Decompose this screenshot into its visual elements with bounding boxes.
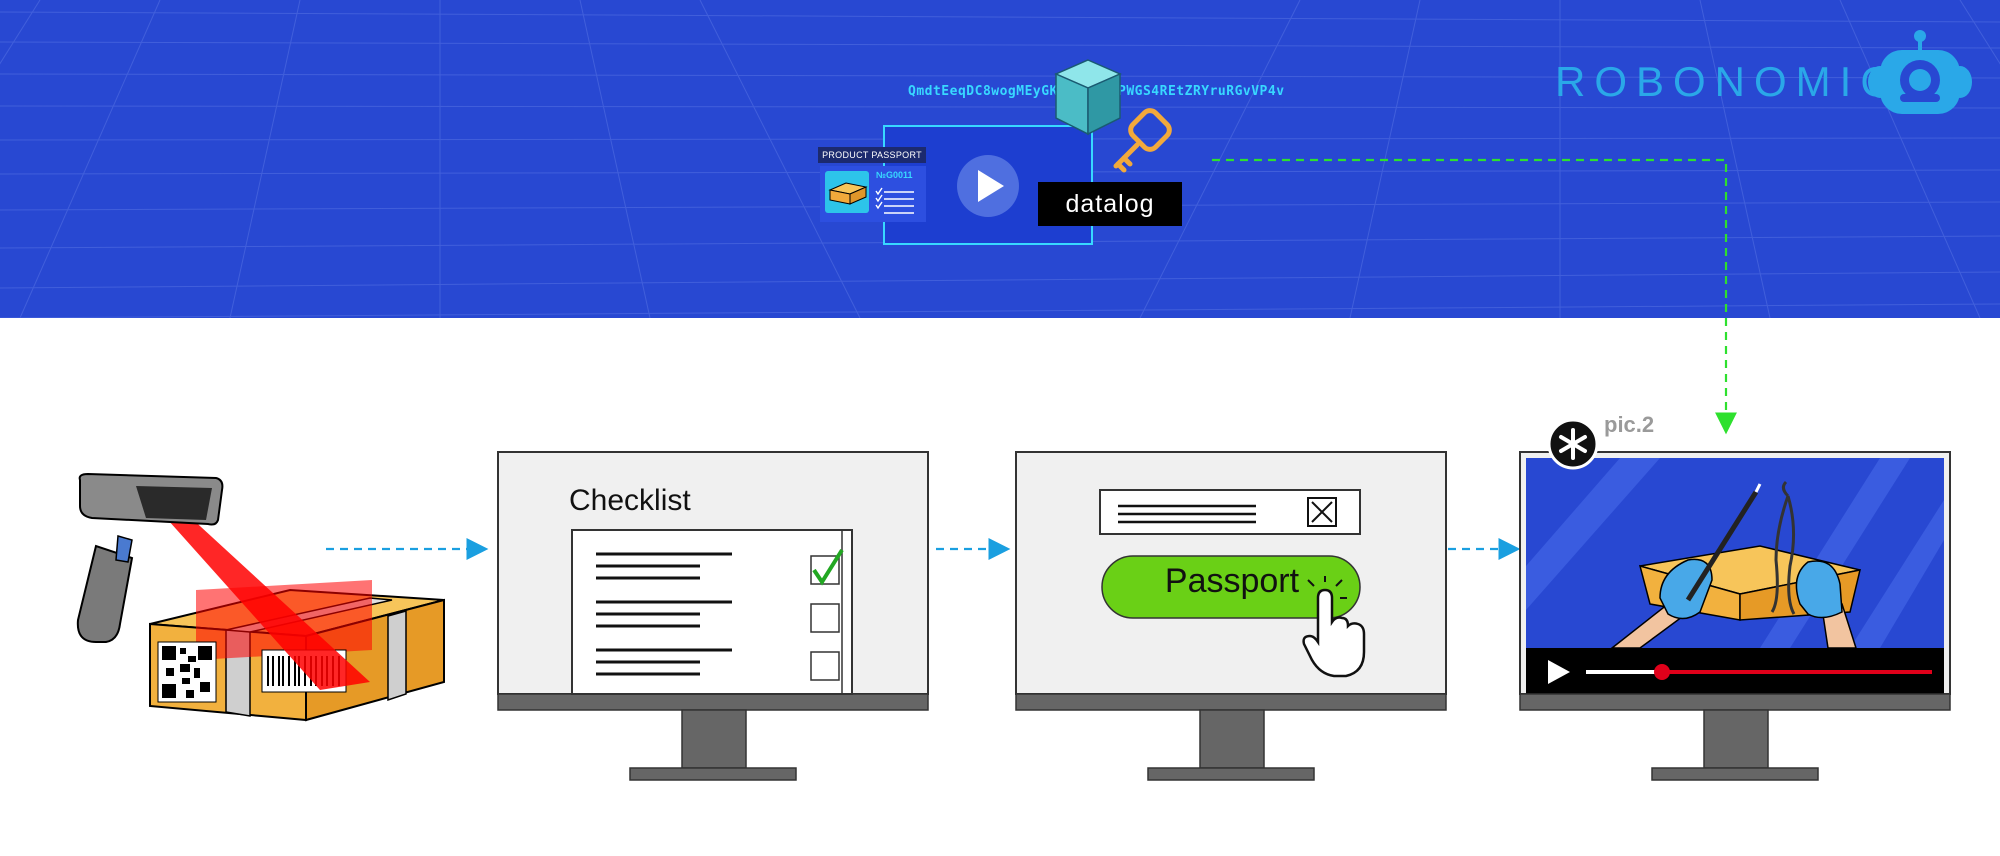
checkbox-3[interactable] xyxy=(810,651,840,681)
asterisk-icon xyxy=(1547,418,1599,470)
tweezers xyxy=(1685,490,1759,602)
monitor-passport xyxy=(1015,451,1447,781)
perspective-grid xyxy=(0,0,2000,318)
monitor-checklist xyxy=(497,451,929,781)
robot-logo-icon xyxy=(1868,30,1972,114)
passport-number: №G0011 xyxy=(876,170,913,180)
key-icon xyxy=(1113,108,1172,173)
gloved-hands xyxy=(1609,558,1858,649)
cube-icon xyxy=(1054,59,1122,136)
play-icon[interactable] xyxy=(1548,660,1570,684)
monitor-video xyxy=(1519,418,1951,781)
box-icon xyxy=(149,580,445,722)
datalog-arrow xyxy=(1212,158,1737,435)
hash-text-left: QmdtEeqDC8wogMEyGK xyxy=(908,84,1058,99)
brand-logo-text: ROBONOMICS xyxy=(1555,58,1937,105)
passport-card-icon xyxy=(820,166,926,222)
checkbox-2[interactable] xyxy=(810,603,840,633)
product-passport-tag: PRODUCT PASSPORT xyxy=(818,147,926,163)
progress-handle[interactable] xyxy=(1654,664,1670,680)
close-box-icon[interactable] xyxy=(1307,497,1337,527)
barcode-scanner-icon xyxy=(76,472,370,690)
hash-text-right: PWGS4REtZRYruRGvVP4v xyxy=(1118,84,1285,99)
passport-button-label[interactable]: Passport xyxy=(1164,562,1300,600)
checklist-title: Checklist xyxy=(569,484,691,517)
play-icon xyxy=(978,170,1004,202)
pliers xyxy=(1770,480,1796,615)
pointer-hand-icon xyxy=(1302,576,1366,678)
passport-button[interactable] xyxy=(1101,555,1361,619)
datalog-label: datalog xyxy=(1038,182,1182,226)
pic-label: pic.2 xyxy=(1604,412,1655,437)
checkmark-icon xyxy=(812,548,844,586)
